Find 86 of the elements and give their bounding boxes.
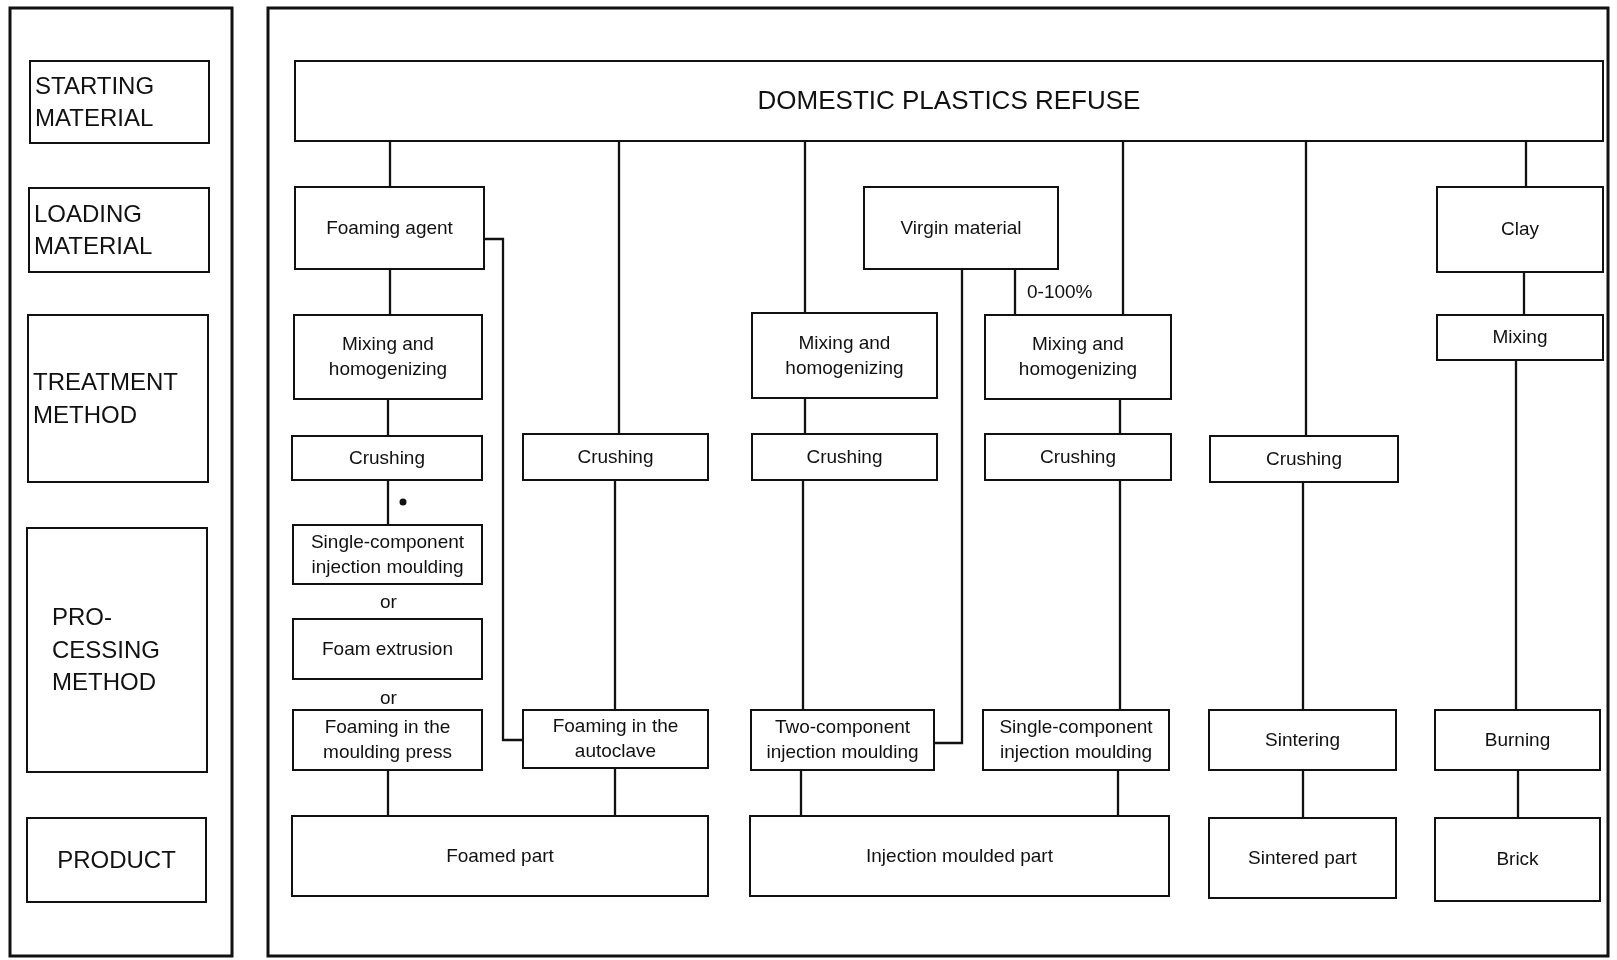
box-label: Mixing and homogenizing [327, 332, 449, 381]
process-box [751, 433, 938, 481]
box-label: Crushing [577, 444, 654, 469]
process-box [291, 435, 483, 481]
connector-line [485, 237, 522, 742]
connector-line [386, 771, 390, 815]
category-box [29, 60, 210, 144]
connector-line [1013, 270, 1017, 314]
connector-line [935, 270, 964, 745]
box-label: Foaming in the moulding press [322, 715, 453, 764]
box-label: Burning [1484, 727, 1551, 752]
process-box [293, 314, 483, 400]
box-label: Sintered part [1248, 845, 1357, 870]
connector-line [388, 142, 392, 186]
box-label: Clay [1501, 217, 1539, 242]
box-label: DOMESTIC PLASTICS REFUSE [757, 84, 1141, 118]
category-box [27, 314, 209, 483]
process-box [1434, 709, 1601, 771]
box-label: Mixing and homogenizing [1017, 332, 1139, 381]
process-box [982, 709, 1170, 771]
connector-line [1304, 142, 1308, 435]
connector-line [617, 142, 621, 433]
process-box [750, 709, 935, 771]
process-box [984, 433, 1172, 481]
box-label: Foaming agent [326, 215, 453, 240]
process-box [291, 815, 709, 897]
box-label: Crushing [806, 444, 883, 469]
box-label: TREATMENT METHOD [33, 367, 179, 430]
category-box [28, 187, 210, 273]
box-label: Virgin material [900, 215, 1022, 240]
process-box [1434, 817, 1601, 902]
box-label: Single-component injection moulding [309, 529, 466, 579]
connector-line [803, 399, 807, 433]
box-label: Crushing [348, 445, 425, 470]
connector-line [1116, 771, 1120, 815]
process-box [1209, 435, 1399, 483]
box-label: Injection moulded part [866, 843, 1053, 868]
process-box [294, 60, 1604, 142]
box-label: STARTING MATERIAL [35, 70, 156, 133]
process-box [292, 524, 483, 585]
box-label: Two-component injection moulding [765, 715, 920, 764]
connector-line [1524, 142, 1528, 186]
process-box [1208, 709, 1397, 771]
box-label: Brick [1496, 847, 1539, 872]
process-box [522, 709, 709, 769]
process-box [292, 709, 483, 771]
process-box [1436, 314, 1604, 361]
connector-line [613, 769, 617, 815]
connector-line [386, 481, 390, 524]
connector-line [801, 481, 805, 709]
category-box [26, 527, 208, 773]
box-label: Mixing and homogenizing [784, 330, 905, 380]
connector-line [386, 400, 390, 435]
connector-line [1118, 481, 1122, 709]
box-label: Single-component injection moulding [998, 715, 1154, 764]
connector-line [1522, 273, 1526, 314]
process-box [984, 314, 1172, 400]
box-label: Foam extrusion [322, 636, 453, 661]
connector-line [388, 270, 392, 314]
box-label: PRODUCT [57, 844, 176, 875]
connector-line [803, 142, 807, 312]
connector-line [799, 771, 803, 815]
connector-line [1301, 771, 1305, 817]
box-label: PRO- CESSING METHOD [52, 602, 162, 698]
process-box [863, 186, 1059, 270]
box-label: Crushing [1265, 446, 1342, 471]
connector-line [1121, 142, 1125, 314]
process-box [1208, 817, 1397, 899]
connector-line [613, 481, 617, 709]
box-label: Foaming in the autoclave [551, 714, 680, 763]
box-label: Crushing [1039, 444, 1116, 469]
process-box [292, 618, 483, 680]
process-box [1436, 186, 1604, 273]
connector-line [1301, 483, 1305, 709]
box-label: LOADING MATERIAL [34, 198, 154, 261]
connector-line [1514, 361, 1518, 709]
process-box [751, 312, 938, 399]
process-box [522, 433, 709, 481]
connector-line [1118, 400, 1122, 433]
connector-line [1516, 771, 1520, 817]
process-box [294, 186, 485, 270]
process-box [749, 815, 1170, 897]
category-box [26, 817, 207, 903]
box-label: Foamed part [446, 843, 554, 868]
box-label: Sintering [1265, 727, 1340, 752]
box-label: Mixing [1492, 325, 1548, 350]
